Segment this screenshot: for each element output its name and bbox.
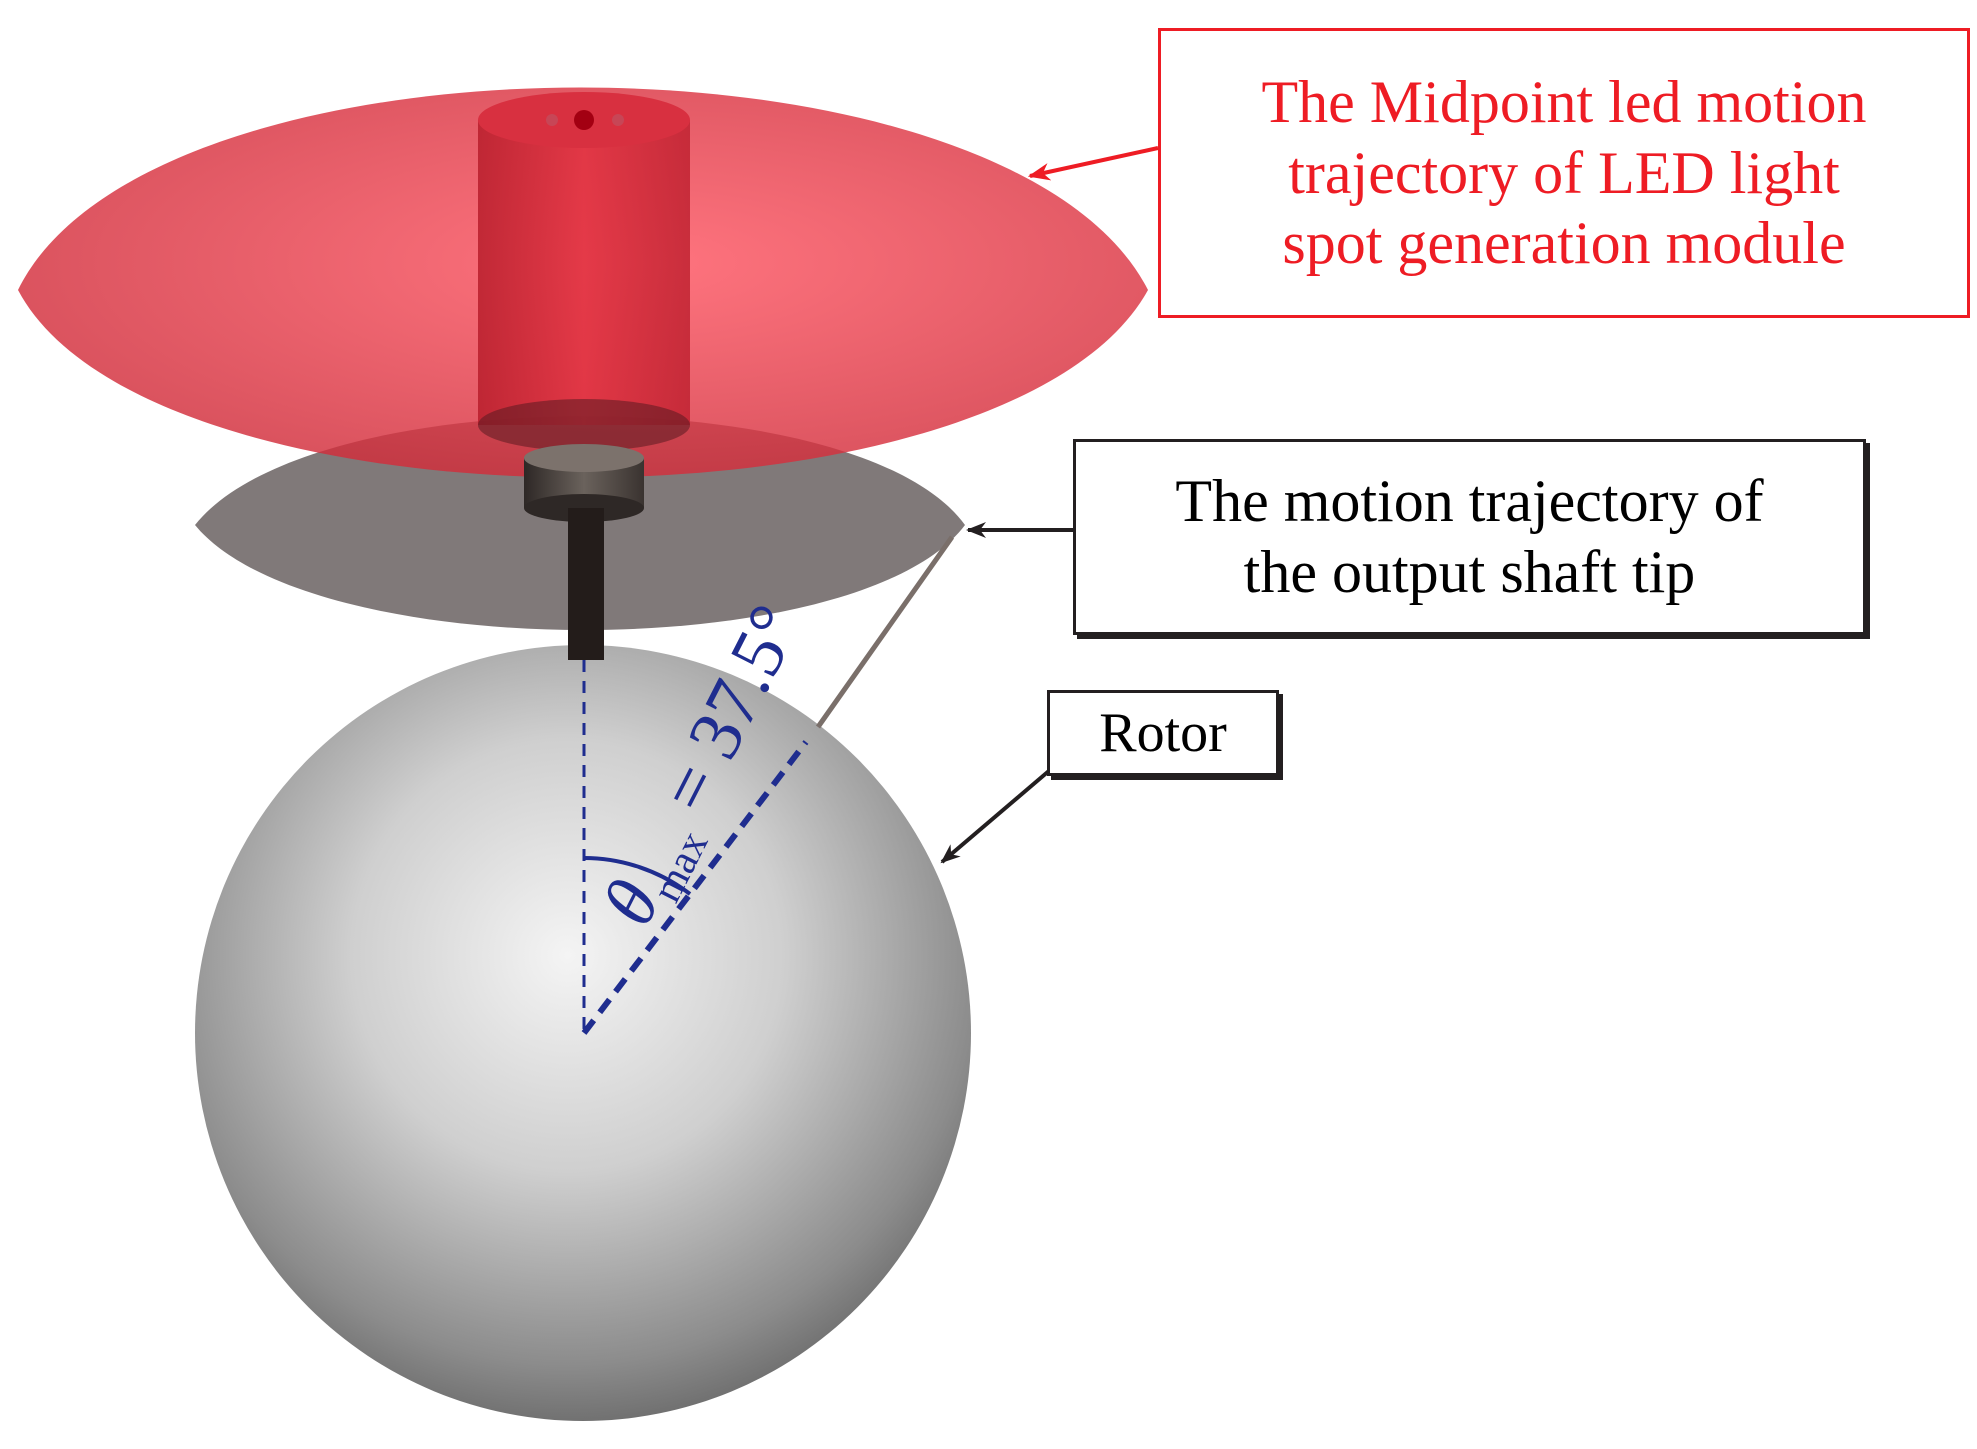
rotor-callout-arrow bbox=[940, 768, 1052, 864]
rotor-callout: Rotor bbox=[1047, 690, 1279, 776]
rotor-callout-label: Rotor bbox=[1099, 701, 1227, 764]
led-trajectory-callout: The Midpoint led motion trajectory of LE… bbox=[1158, 28, 1970, 318]
shaft-callout-line-1: The motion trajectory of bbox=[1175, 468, 1764, 535]
led-light-icon bbox=[574, 110, 594, 130]
tilted-shaft-line bbox=[815, 535, 955, 729]
led-callout-line-2: trajectory of LED light bbox=[1288, 139, 1840, 206]
shaft-callout-line-2: the output shaft tip bbox=[1243, 539, 1696, 605]
led-callout-line-3: spot generation module bbox=[1282, 210, 1846, 277]
led-callout-line-1: The Midpoint led motion bbox=[1261, 68, 1867, 135]
output-shaft bbox=[568, 508, 604, 660]
max-angle-line bbox=[581, 740, 809, 1035]
rotor-sphere bbox=[195, 645, 971, 1421]
shaft-trajectory-callout: The motion trajectory of the output shaf… bbox=[1073, 439, 1866, 635]
led-callout-arrow bbox=[1027, 146, 1159, 181]
angle-arc bbox=[583, 856, 692, 896]
shaft-collar bbox=[524, 444, 644, 522]
led-module bbox=[478, 92, 690, 451]
